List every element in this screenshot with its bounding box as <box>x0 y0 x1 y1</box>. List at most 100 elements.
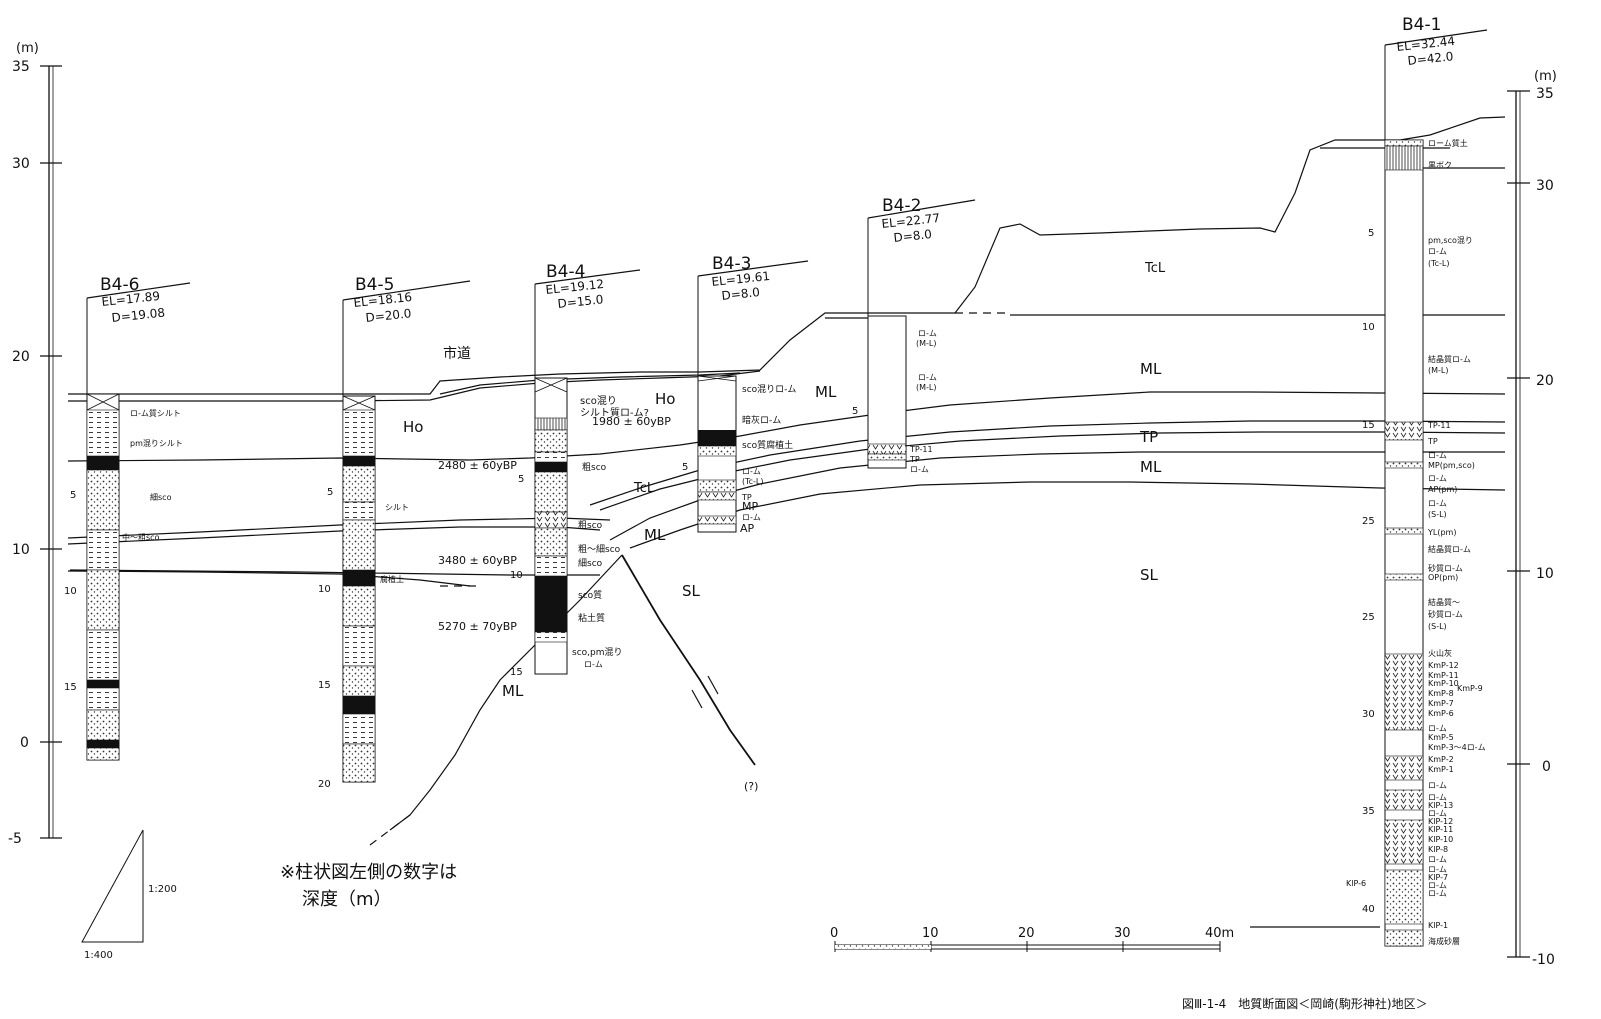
fault-arrow-up <box>707 675 719 695</box>
layer-label: MP <box>742 500 758 513</box>
b4-1-layer-label: AP(pm) <box>1428 485 1457 494</box>
layer-label: ロ-ム質シルト <box>130 408 181 418</box>
unit-sl: SL <box>682 582 701 600</box>
b4-1-layer-label: ロ-ム <box>1428 247 1447 256</box>
borehole-el: EL=18.16 <box>353 290 413 310</box>
left-axis-tick: 10 <box>12 542 30 558</box>
layer-label: 腐植土 <box>380 574 404 584</box>
layer-label: ロ-ム <box>918 373 937 382</box>
b4-1-layer-label: KmP-3～4ロ-ム <box>1428 743 1486 752</box>
vertical-scale: 1:200 <box>148 884 177 895</box>
unit-labels: 市道 Ho Ho TcL TcL ML ML ML ML ML TP SL SL… <box>403 261 1166 793</box>
scale-bar: 0 10 20 30 40m <box>830 926 1234 952</box>
b4-1-layer-label: KlP-11 <box>1428 825 1453 834</box>
depth-tick: 5 <box>682 462 688 473</box>
layer-label: 粗sco <box>578 519 603 531</box>
note-line2: 深度（m） <box>302 889 392 910</box>
b4-1-layer-label: ロ-ム <box>1428 499 1447 508</box>
fault-query: (?) <box>744 780 758 793</box>
borehole-depth: D=20.0 <box>365 306 412 325</box>
age-label: 1980 ± 60yBP <box>592 415 671 428</box>
borehole-b4-5: B4-5 EL=18.16 D=20.0 5 10 15 20 シルト 腐植土 <box>318 275 471 790</box>
right-elevation-axis: (m) 35 30 20 10 0 -10 <box>1507 69 1557 968</box>
borehole-el: EL=22.77 <box>881 211 941 231</box>
layer-label: ロ-ム <box>584 660 603 669</box>
b4-1-layer-label: YL(pm) <box>1427 528 1456 537</box>
b4-1-layer-label: KlP-12 <box>1428 817 1453 826</box>
borehole-b4-2: B4-2 EL=22.77 D=8.0 5 ロ-ム (M-L) ロ-ム (M-L… <box>852 196 976 474</box>
borehole-depth: D=15.0 <box>557 292 604 311</box>
unit-ml: ML <box>644 526 666 544</box>
layer-label: ロ-ム <box>918 329 937 338</box>
b4-1-layer-label: KlP-13 <box>1428 801 1453 810</box>
note-line1: ※柱状図左側の数字は <box>280 862 457 883</box>
depth-tick: 5 <box>518 474 524 485</box>
borehole-id: B4-2 <box>882 196 921 216</box>
borehole-el: EL=19.12 <box>545 277 605 297</box>
depth-tick: 15 <box>64 682 77 693</box>
left-axis-tick: -5 <box>8 831 22 847</box>
b4-1-layer-label: pm,sco混り <box>1428 236 1473 245</box>
depth-tick: 10 <box>64 586 77 597</box>
unit-ho: Ho <box>403 418 423 436</box>
layer-label: 粗～細sco <box>578 543 621 555</box>
depth-tick: 20 <box>318 779 331 790</box>
depth-tick: 30 <box>1362 709 1375 720</box>
layer-label: シルト質ロ-ム? <box>580 406 649 419</box>
layer-label: sco混り <box>580 395 617 407</box>
b4-1-layer-label: KmP-8 <box>1428 689 1454 698</box>
layer-label: TP-11 <box>909 445 933 454</box>
layer-label: sco混りロ-ム <box>742 384 796 395</box>
depth-tick: 10 <box>510 570 523 581</box>
right-axis-tick: 30 <box>1536 178 1554 194</box>
b4-1-layer-label: 結晶質ロ-ム <box>1428 544 1471 554</box>
borehole-depth: D=8.0 <box>893 227 933 245</box>
depth-tick: 15 <box>318 680 331 691</box>
left-axis-tick: 35 <box>12 59 30 75</box>
b4-1-layer-label: KmP-7 <box>1428 699 1454 708</box>
borehole-id: B4-3 <box>712 254 751 274</box>
b4-1-layer-label: 結晶質～ <box>1428 597 1460 607</box>
unit-tp: TP <box>1139 428 1158 446</box>
b4-1-layer-label: KlP-10 <box>1428 835 1453 844</box>
b4-1-layer-label: KlP-1 <box>1428 921 1448 930</box>
b4-1-layer-label: ロ-ム <box>1428 881 1447 890</box>
sco-layer-line <box>67 517 611 539</box>
layer-label: ロ-ム <box>910 465 929 474</box>
ml-base-line-2 <box>629 481 1506 549</box>
b4-1-layer-labels: ローム質土黒ボクpm,sco混りロ-ム(Tc-L)結晶質ロ-ム(M-L)TP-1… <box>1346 138 1486 946</box>
b4-1-layer-label: 火山灰 <box>1428 648 1452 658</box>
layer-label: sco質 <box>578 589 602 601</box>
b4-1-layer-label: TP <box>1427 437 1438 446</box>
b4-1-layer-label: 砂質ロ-ム <box>1428 609 1463 619</box>
borehole-id: B4-4 <box>546 262 585 282</box>
b4-1-layer-label: (S-L) <box>1428 622 1447 631</box>
unit-ho: Ho <box>655 390 675 408</box>
b4-1-layer-label: 黒ボク <box>1428 161 1452 170</box>
scale-label: 30 <box>1114 926 1131 941</box>
b4-1-layer-label: ロ-ム <box>1428 474 1447 483</box>
b4-1-layer-label: ロ-ム <box>1428 889 1447 898</box>
layer-label: pm混りシルト <box>130 439 183 448</box>
b4-1-layer-label: KmP-9 <box>1457 684 1483 693</box>
b4-1-layer-label: 海成砂層 <box>1428 936 1460 946</box>
borehole-b4-4: B4-4 EL=19.12 D=15.0 5 10 15 sco混り シルト質ロ… <box>438 262 671 678</box>
fault-arrow-down <box>691 689 703 709</box>
figure-caption: 図Ⅲ-1-4 地質断面図＜岡崎(駒形神社)地区＞ <box>1182 996 1428 1011</box>
layer-label: 中～粗sco <box>122 532 160 542</box>
scale-triangle: 1:200 1:400 <box>81 829 177 961</box>
unit-sl: SL <box>1140 566 1159 584</box>
b4-1-layer-label: (M-L) <box>1428 366 1449 375</box>
depth-tick: 25 <box>1362 516 1375 527</box>
layer-label: 暗灰ロ-ム <box>742 414 781 426</box>
right-axis-tick: 35 <box>1536 86 1554 102</box>
depth-tick: 10 <box>1362 322 1375 333</box>
road-label: 市道 <box>443 345 471 362</box>
scale-label: 10 <box>922 926 939 941</box>
unit-ml: ML <box>502 682 524 700</box>
age-label: 3480 ± 60yBP <box>438 554 517 567</box>
lower-boundary-line <box>67 570 471 587</box>
layer-label: 細sco <box>150 492 172 502</box>
age-label: 2480 ± 60yBP <box>438 459 517 472</box>
